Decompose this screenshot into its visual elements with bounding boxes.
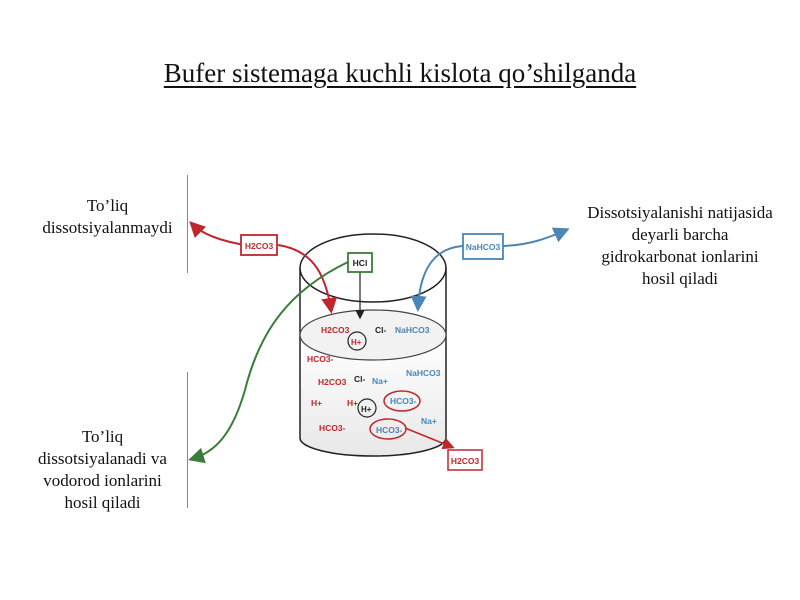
circle-hplus-c bbox=[357, 398, 377, 418]
circle-hco3-b bbox=[383, 390, 421, 412]
right-line-3: gidrokarbonat ionlarini bbox=[601, 247, 759, 266]
arrow-h2co3-out bbox=[404, 427, 455, 450]
box-nahco3: NaHCO3 bbox=[462, 233, 504, 260]
circle-hco3-c bbox=[369, 418, 407, 440]
left-bottom-line-4: hosil qiladi bbox=[64, 493, 141, 512]
ion-hplus-a: H+ bbox=[351, 338, 362, 347]
ion-na-b: Na+ bbox=[421, 416, 437, 426]
ion-hco3-b: HCO3- bbox=[390, 396, 417, 406]
ion-hplus-c: H+ bbox=[361, 405, 372, 414]
ion-h2co3-b: H2CO3 bbox=[318, 377, 347, 387]
ion-nahco3-b: NaHCO3 bbox=[406, 368, 441, 378]
box-nahco3-label: NaHCO3 bbox=[466, 242, 501, 252]
ion-hco3-c: HCO3- bbox=[376, 425, 403, 435]
left-bottom-line-3: vodorod ionlarini bbox=[43, 471, 162, 490]
left-top-description: To’liq dissotsiyalanmaydi bbox=[20, 195, 195, 239]
left-bottom-description: To’liq dissotsiyalanadi va vodorod ionla… bbox=[10, 426, 195, 514]
left-top-line-1: To’liq bbox=[86, 196, 129, 215]
box-h2co3-out-label: H2CO3 bbox=[451, 456, 480, 466]
beaker bbox=[299, 233, 447, 457]
page-title: Bufer sistemaga kuchli kislota qo’shilga… bbox=[163, 58, 637, 88]
right-description: Dissotsiyalanishi natijasida deyarli bar… bbox=[565, 202, 795, 290]
right-line-2: deyarli barcha bbox=[631, 225, 729, 244]
box-hcl: HCl bbox=[347, 252, 373, 273]
ion-hco3-d: HCO3- bbox=[319, 423, 346, 433]
left-bottom-divider bbox=[187, 372, 188, 508]
arrow-nahco3-right bbox=[502, 227, 570, 247]
ion-na-a: Na+ bbox=[372, 376, 388, 386]
left-bottom-line-2: dissotsiyalanadi va bbox=[38, 449, 167, 468]
box-h2co3-out: H2CO3 bbox=[447, 449, 483, 471]
box-hcl-label: HCl bbox=[353, 258, 368, 268]
ion-h2co3-a: H2CO3 bbox=[321, 325, 350, 335]
ion-cl-b: Cl- bbox=[354, 374, 366, 384]
arrow-h2co3-into-beaker bbox=[277, 244, 338, 314]
arrow-h2co3-left bbox=[189, 221, 246, 246]
arrow-hcl-dissociates bbox=[188, 261, 349, 464]
ion-nahco3-a: NaHCO3 bbox=[395, 325, 430, 335]
box-h2co3-top-label: H2CO3 bbox=[245, 241, 274, 251]
circle-hplus-a bbox=[347, 331, 367, 351]
ion-hplus-b: H+ bbox=[311, 398, 322, 408]
left-top-divider bbox=[187, 175, 188, 273]
right-line-4: hosil qiladi bbox=[641, 269, 719, 288]
left-bottom-line-1: To’liq bbox=[81, 427, 124, 446]
ion-hplus-d: H+ bbox=[347, 398, 358, 408]
right-line-1: Dissotsiyalanishi natijasida bbox=[587, 203, 773, 222]
ion-cl-a: Cl- bbox=[375, 325, 387, 335]
box-h2co3-top: H2CO3 bbox=[240, 234, 278, 256]
left-top-line-2: dissotsiyalanmaydi bbox=[42, 218, 173, 237]
arrow-nahco3-into-beaker bbox=[410, 245, 464, 312]
ion-hco3-a: HCO3- bbox=[307, 354, 334, 364]
